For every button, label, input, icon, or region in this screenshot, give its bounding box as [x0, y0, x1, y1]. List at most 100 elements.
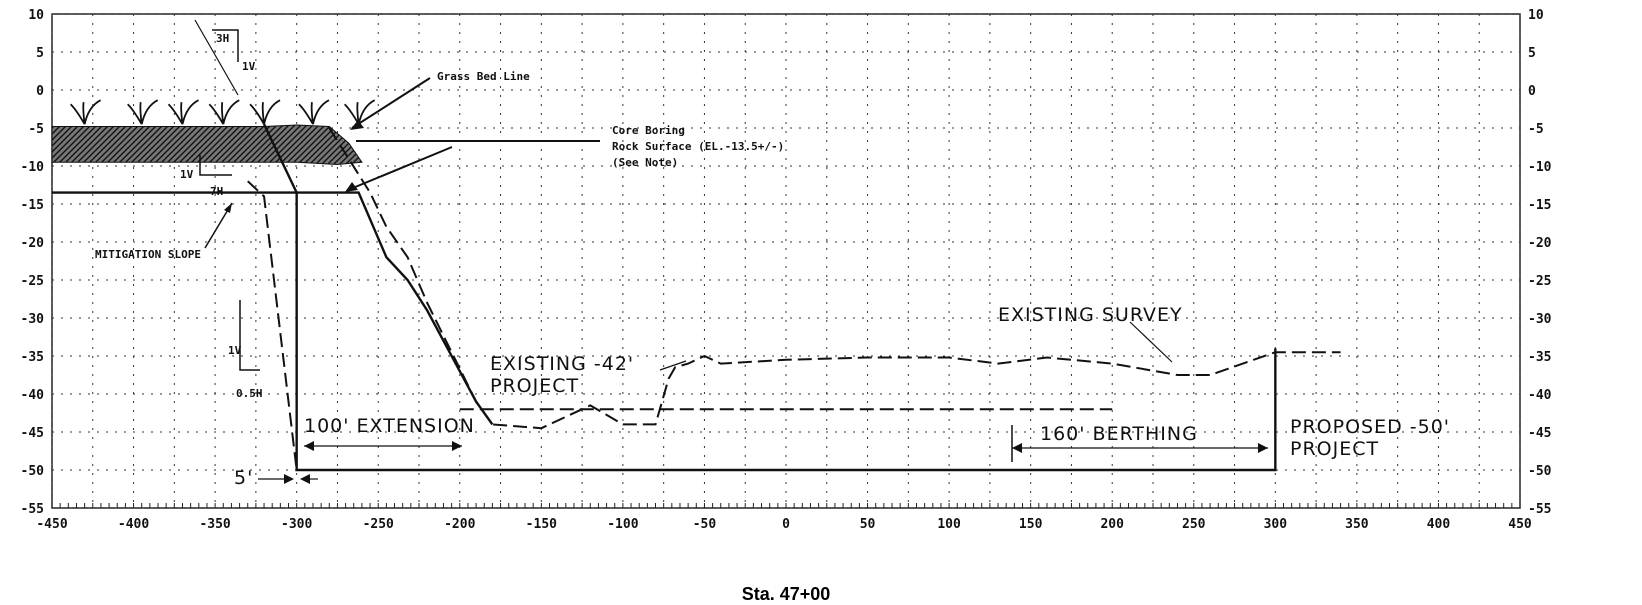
series-line-4: [247, 180, 298, 471]
x-tick-label: -450: [36, 517, 67, 532]
see-note-label: (See Note): [612, 156, 678, 169]
x-tick-label: -50: [693, 517, 717, 532]
y-tick-label-right: 5: [1528, 46, 1536, 61]
x-tick-label: 300: [1264, 517, 1288, 532]
grass-tuft-icon: [69, 99, 102, 125]
grass-bed-arrow: [350, 120, 364, 130]
y-tick-label-left: -10: [21, 160, 45, 175]
rock-surface-label: Rock Surface (EL.-13.5+/-): [612, 140, 784, 153]
y-tick-label-right: 10: [1528, 8, 1544, 23]
x-tick-label: 250: [1182, 517, 1206, 532]
y-tick-label-left: 5: [36, 46, 44, 61]
x-tick-label: -300: [281, 517, 312, 532]
x-tick-label: -150: [526, 517, 557, 532]
slope-3h-label: 3H: [216, 32, 229, 45]
x-tick-label: 0: [782, 517, 790, 532]
grass-tuft-icon: [249, 99, 281, 125]
x-tick-label: -400: [118, 517, 149, 532]
x-tick-label: 350: [1345, 517, 1369, 532]
y-tick-label-left: -40: [21, 388, 45, 403]
x-tick-label: -250: [363, 517, 394, 532]
y-tick-label-left: -45: [21, 426, 44, 441]
y-tick-label-left: -25: [21, 274, 44, 289]
slope-7h-label: 7H: [210, 185, 223, 198]
proposed-project-label-2: PROJECT: [1290, 438, 1379, 460]
existing-project-label-1: EXISTING -42': [490, 353, 634, 375]
y-tick-label-left: -5: [28, 122, 44, 137]
berthing-arrow-left: [1012, 443, 1022, 453]
slope-1v-top-label: 1V: [242, 60, 256, 73]
y-tick-label-right: -50: [1528, 464, 1552, 479]
annotations: 3H 1V 1V 7H 1V 0.5H MITIGATION SLOPE Gra…: [95, 19, 1450, 489]
series-line-3: [262, 123, 1277, 472]
y-tick-label-left: -55: [21, 502, 44, 517]
x-tick-label: 200: [1100, 517, 1124, 532]
extension-arrow-left: [304, 441, 314, 451]
berthing-arrow-right: [1258, 443, 1268, 453]
series-line-1: [52, 191, 494, 426]
series-line-0: [328, 127, 1341, 430]
five-foot-label: 5': [234, 467, 253, 489]
grass-tuft-icon: [208, 99, 240, 125]
slope-1v-mid-label: 1V: [180, 168, 194, 181]
slope-marker-7h-1v: [199, 155, 232, 176]
x-tick-label: -350: [199, 517, 230, 532]
y-tick-label-right: -20: [1528, 236, 1552, 251]
five-foot-arrow-left: [284, 474, 294, 484]
grass-tuft-icon: [344, 99, 376, 125]
x-tick-label: -200: [444, 517, 475, 532]
y-tick-label-left: -20: [21, 236, 45, 251]
extension-arrow-right: [452, 441, 462, 451]
y-tick-label-left: -15: [21, 198, 44, 213]
grass-bed-hatch: [51, 124, 363, 165]
station-caption: Sta. 47+00: [742, 584, 831, 604]
y-tick-label-right: -25: [1528, 274, 1551, 289]
grass-bed-line-label: Grass Bed Line: [437, 70, 530, 83]
existing-survey-label: EXISTING SURVEY: [998, 304, 1183, 326]
slope-marker-3h-1v: [212, 29, 239, 62]
y-tick-label-left: 0: [36, 84, 44, 99]
grass-tuft-icon: [167, 99, 199, 125]
existing-project-label-2: PROJECT: [490, 375, 579, 397]
extension-label: 100' EXTENSION: [304, 415, 475, 437]
slope-1v-low-label: 1V: [228, 344, 242, 357]
berthing-label: 160' BERTHING: [1040, 423, 1198, 445]
grass-tuft-icon: [127, 99, 159, 125]
existing-project-leader: [659, 360, 687, 371]
x-tick-label: 150: [1019, 517, 1043, 532]
rock-surface-arrow: [345, 182, 358, 192]
y-tick-label-left: -35: [21, 350, 44, 365]
x-tick-label: 100: [937, 517, 961, 532]
rock-surface-leader: [347, 146, 453, 191]
y-tick-label-right: -35: [1528, 350, 1551, 365]
y-tick-label-right: -5: [1528, 122, 1544, 137]
y-tick-label-left: 10: [28, 8, 44, 23]
y-tick-label-right: -15: [1528, 198, 1551, 213]
y-tick-label-right: -45: [1528, 426, 1551, 441]
slope-marker-3h-1v-hyp: [194, 19, 239, 96]
proposed-project-label-1: PROPOSED -50': [1290, 416, 1450, 438]
grass-bed-leader: [351, 77, 431, 129]
grass-tuft-icon: [298, 99, 330, 125]
five-foot-arrow-right: [300, 474, 310, 484]
mitigation-leader-arrow: [224, 203, 232, 213]
core-boring-label: Core Boring: [612, 124, 685, 137]
x-tick-label: 400: [1427, 517, 1451, 532]
x-tick-label: 450: [1508, 517, 1532, 532]
y-tick-label-left: -30: [21, 312, 45, 327]
existing-survey-leader: [1129, 321, 1173, 363]
slope-05h-label: 0.5H: [236, 387, 263, 400]
y-tick-label-right: -55: [1528, 502, 1551, 517]
y-tick-label-right: 0: [1528, 84, 1536, 99]
x-tick-label: -100: [607, 517, 638, 532]
y-tick-label-right: -10: [1528, 160, 1552, 175]
y-tick-label-right: -40: [1528, 388, 1552, 403]
y-tick-label-right: -30: [1528, 312, 1552, 327]
y-tick-label-left: -50: [21, 464, 45, 479]
profile-lines: [52, 123, 1341, 472]
grass-bed: [51, 99, 376, 165]
slope-marker-05h-1v: [239, 300, 260, 371]
x-tick-label: 50: [860, 517, 876, 532]
